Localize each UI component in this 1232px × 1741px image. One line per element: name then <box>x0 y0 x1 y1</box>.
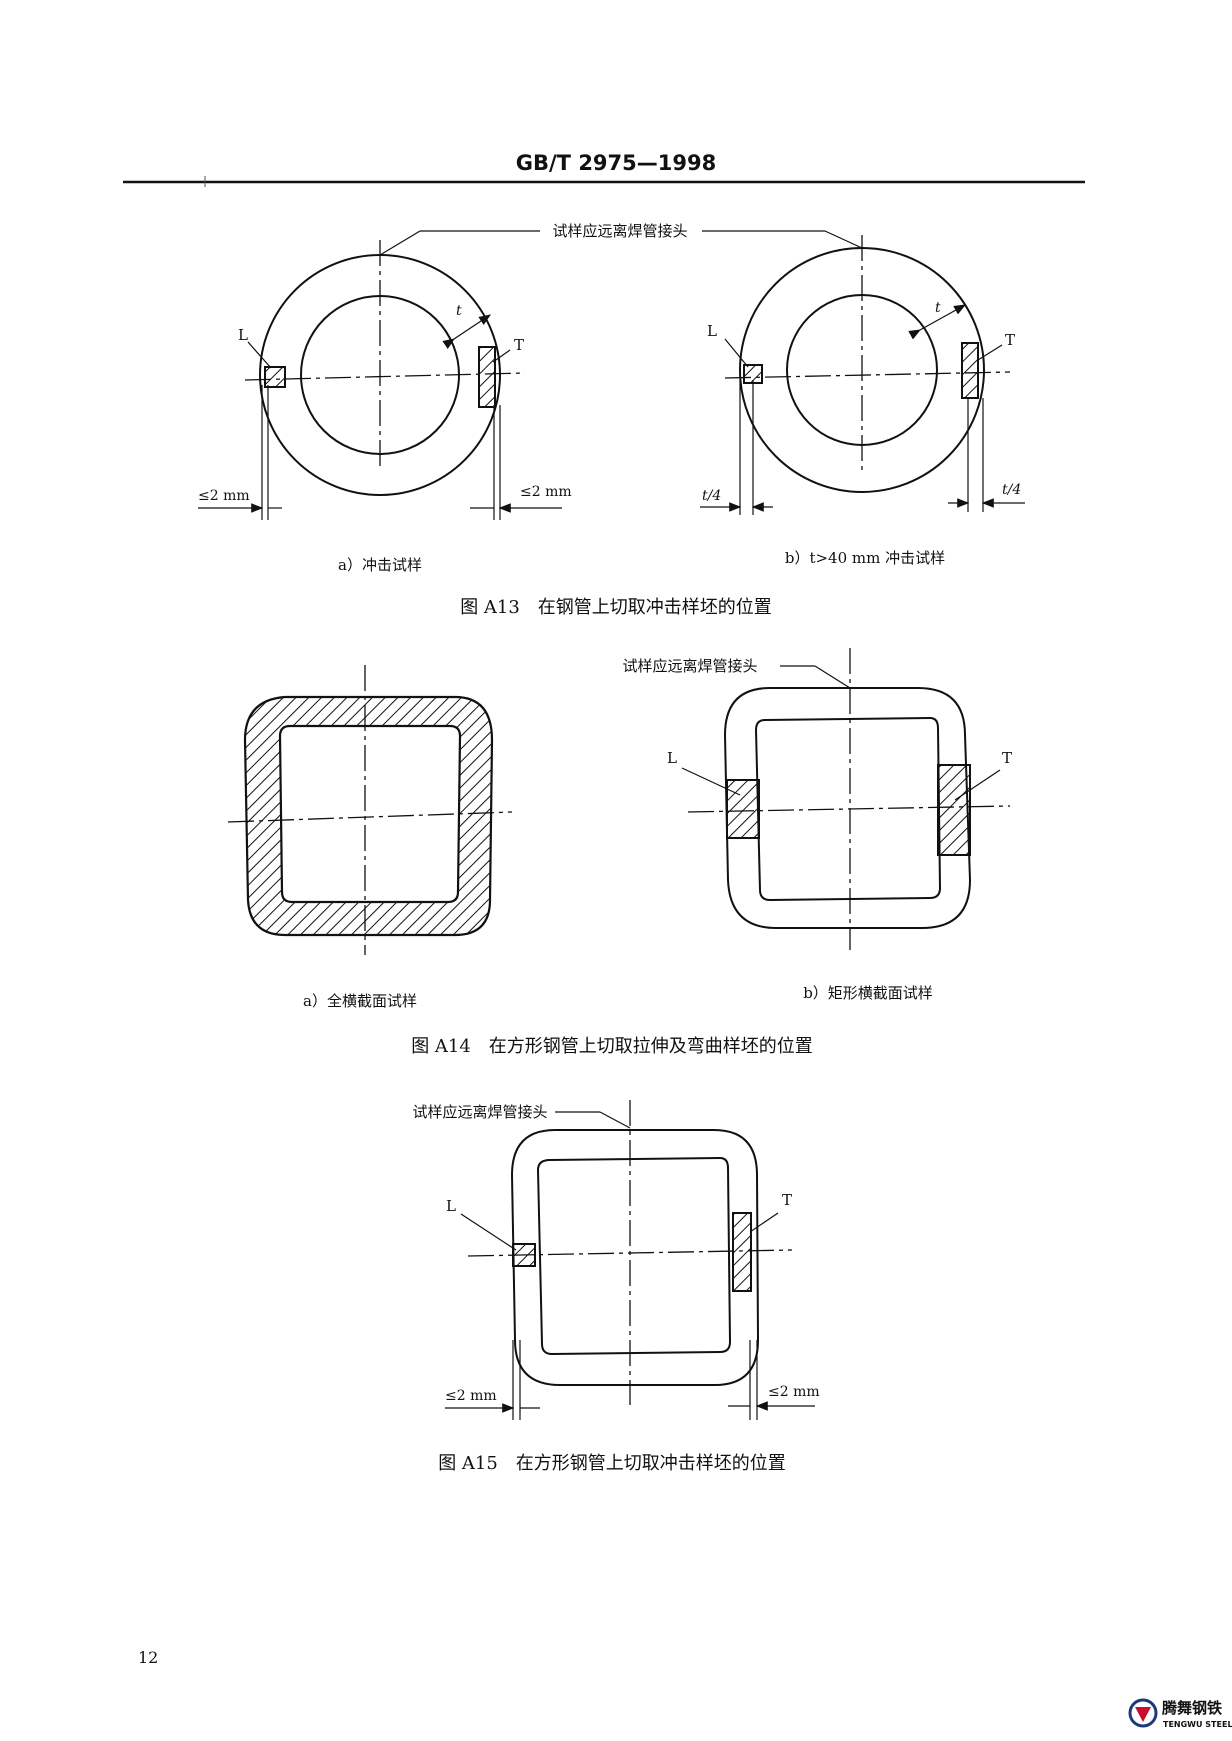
specimen-T <box>937 764 971 856</box>
dim-2mm-left: ≤2 mm <box>198 488 250 504</box>
brand-name-cn: 腾舞钢铁 <box>1161 1699 1222 1717</box>
horizontal-centerline <box>724 371 1011 379</box>
dim-t4-right: t/4 <box>1002 482 1021 498</box>
figure-a15: L T 试样应远离焊管接头 ≤2 mm ≤2 mm 图 A15 在方形钢管上切取… <box>412 1100 820 1474</box>
weld-note-a13: 试样应远离焊管接头 <box>552 222 687 240</box>
weld-leader <box>814 665 851 689</box>
tube-outer-outline <box>510 1129 760 1386</box>
fig-a14-b-diagram: L T 试样应远离焊管接头 <box>622 648 1012 950</box>
dim-2mm-left: ≤2 mm <box>445 1388 497 1404</box>
leader-L <box>724 338 749 368</box>
dim-2mm-right: ≤2 mm <box>520 484 572 500</box>
tube-outer-outline <box>723 687 972 929</box>
label-t: t <box>935 300 941 316</box>
label-T-b: T <box>1005 331 1015 349</box>
leader-T <box>492 349 511 363</box>
horizontal-centerline <box>227 811 513 823</box>
brand-name-en: TENGWU STEEL <box>1163 1720 1232 1729</box>
label-L: L <box>238 326 248 344</box>
weld-note-a15: 试样应远离焊管接头 <box>412 1103 547 1121</box>
leader-L <box>247 341 272 369</box>
specimen-T <box>961 342 979 399</box>
dim-2mm-right: ≤2 mm <box>768 1384 820 1400</box>
leader-T <box>749 1212 779 1233</box>
fig-a13-sub-a: a）冲击试样 <box>338 556 422 574</box>
standard-number: GB/T 2975—1998 <box>516 151 716 175</box>
fig-a14-a-diagram <box>227 665 513 955</box>
fig-a13-caption: 图 A13 在钢管上切取冲击样坯的位置 <box>460 597 772 618</box>
brand-logo: 腾舞钢铁 TENGWU STEEL <box>1128 1698 1232 1729</box>
weld-note-a14: 试样应远离焊管接头 <box>622 657 757 675</box>
dim-t4-left: t/4 <box>702 488 721 504</box>
specimen-L <box>264 366 286 388</box>
label-t: t <box>456 303 462 319</box>
page-number: 12 <box>138 1648 158 1667</box>
weld-leader-a <box>379 230 421 256</box>
horizontal-centerline <box>687 805 1011 813</box>
fig-a14-sub-a: a）全横截面试样 <box>303 992 417 1010</box>
leader-L <box>681 767 741 796</box>
fig-a13-sub-b: b）t>40 mm 冲击试样 <box>785 549 945 567</box>
label-L: L <box>707 322 717 340</box>
figure-a13: L T t ≤2 mm ≤2 mm a）冲击试样 <box>198 222 1025 618</box>
specimen-T <box>732 1212 752 1292</box>
fig-a13-b-diagram: L t T t 试样应远离焊管接头 t/4 t/4 <box>552 222 1025 515</box>
brand-logo-mark <box>1135 1707 1151 1722</box>
fig-a14-sub-b: b）矩形横截面试样 <box>803 984 933 1002</box>
figure-a14: a）全横截面试样 L T 试样应远离焊管接头 b）矩形横截面试样 图 A14 在… <box>227 648 1012 1057</box>
leader-T <box>954 769 1001 801</box>
weld-leader <box>599 1111 631 1129</box>
fig-a15-caption: 图 A15 在方形钢管上切取冲击样坯的位置 <box>438 1453 786 1474</box>
brand-logo-icon <box>1128 1698 1158 1728</box>
leader-T <box>977 344 1003 361</box>
tube-inner-outline <box>754 716 942 902</box>
thickness-dimension <box>908 304 967 340</box>
label-L: L <box>446 1197 456 1215</box>
label-T: T <box>514 336 524 354</box>
label-T: T <box>1002 749 1012 767</box>
label-T: T <box>782 1191 792 1209</box>
label-L: L <box>667 749 677 767</box>
leader-L <box>460 1213 517 1251</box>
specimen-T <box>478 346 496 408</box>
thickness-dimension <box>442 314 491 349</box>
fig-a13-a-diagram: L T t ≤2 mm ≤2 mm <box>198 230 572 520</box>
horizontal-centerline <box>467 1249 793 1257</box>
square-tube-wall <box>243 695 494 937</box>
specimen-L <box>726 779 760 839</box>
fig-a14-caption: 图 A14 在方形钢管上切取拉伸及弯曲样坯的位置 <box>411 1036 813 1057</box>
tube-inner-outline <box>536 1156 732 1356</box>
weld-leader-b <box>824 230 863 249</box>
